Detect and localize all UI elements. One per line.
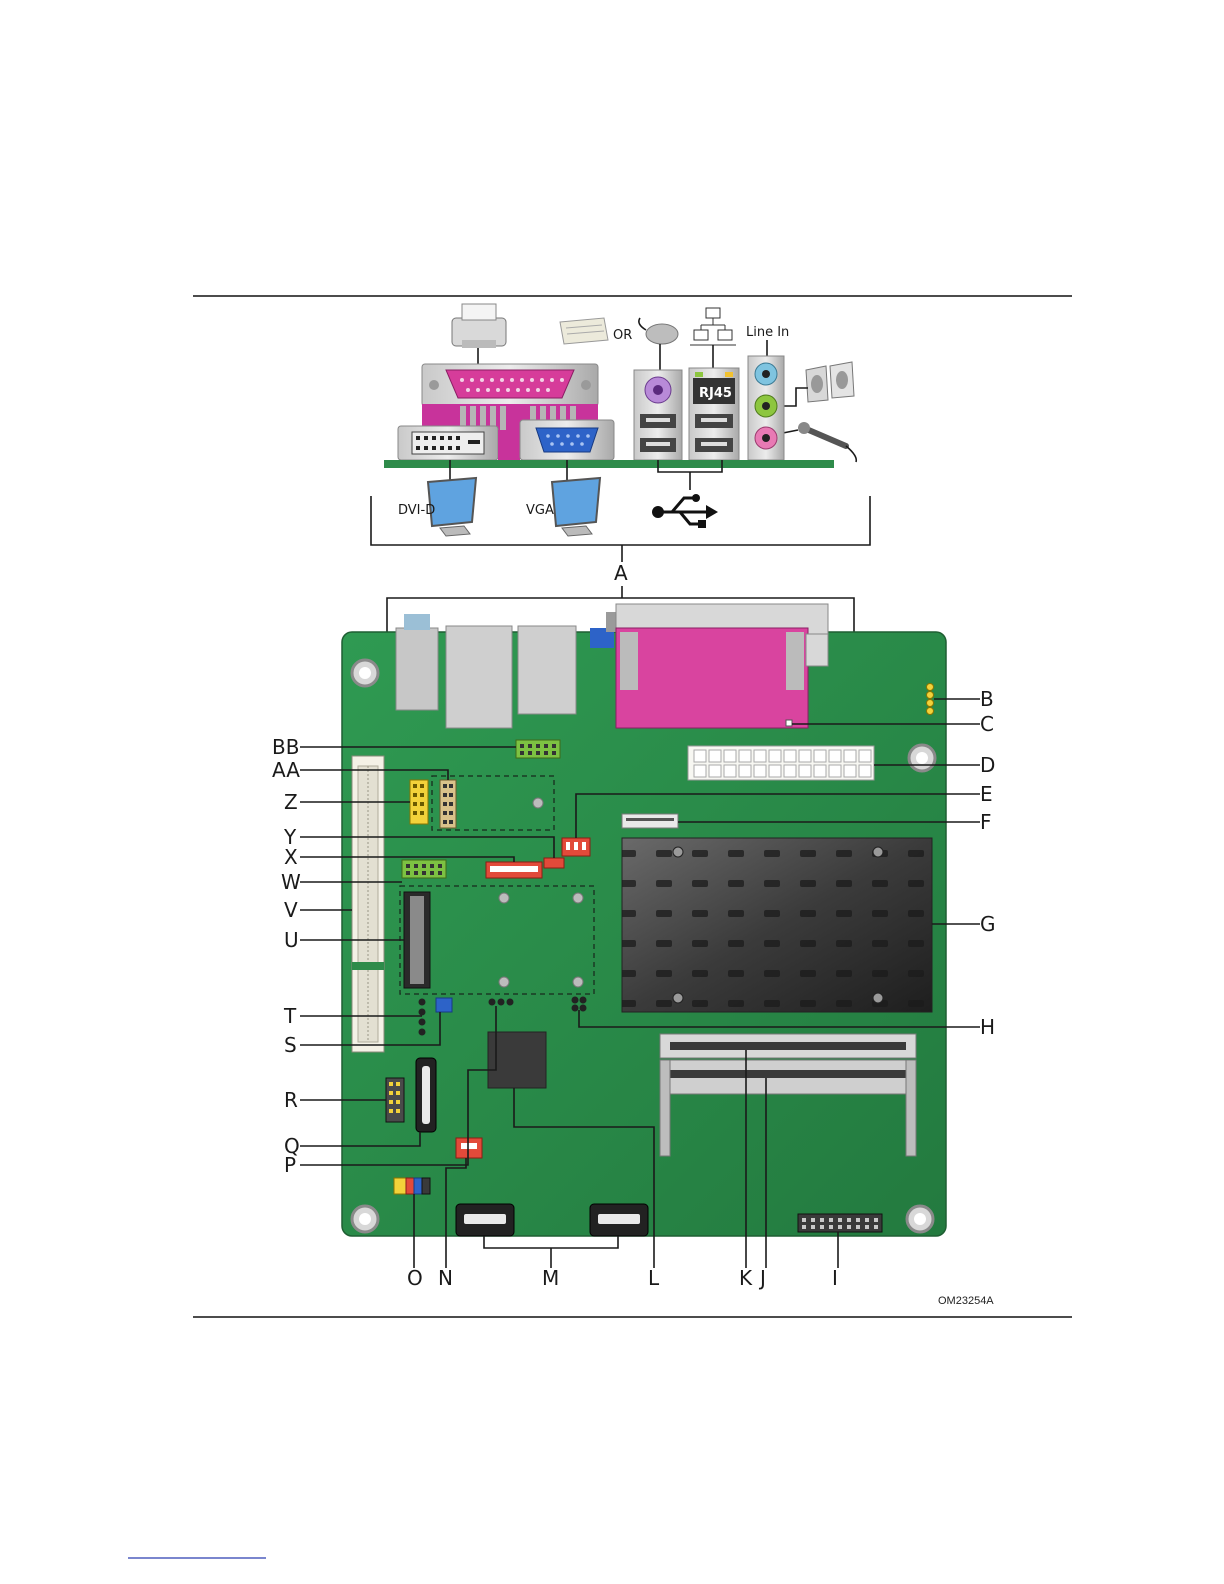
audio-jacks	[748, 356, 784, 460]
callout-F: F	[980, 810, 992, 834]
line-in-label: Line In	[746, 325, 789, 340]
vga-port	[520, 420, 614, 460]
or-label: OR	[613, 328, 632, 343]
callout-A: A	[614, 561, 628, 585]
header-y	[544, 858, 564, 868]
callout-E: E	[980, 782, 993, 806]
connector-x	[486, 862, 542, 878]
connector-n	[456, 1138, 482, 1158]
dvi-label: DVI-D	[398, 503, 435, 518]
callout-BB: BB	[272, 735, 299, 759]
callout-U: U	[284, 928, 299, 952]
led-c	[786, 720, 792, 726]
printer-icon	[452, 304, 506, 348]
header-e	[562, 838, 590, 856]
heatsink-g	[622, 838, 932, 1012]
rj45-label: RJ45	[699, 386, 732, 401]
callout-K: K	[739, 1266, 753, 1290]
mini-pcie-slot-u	[404, 892, 430, 988]
callout-V: V	[284, 898, 298, 922]
header-z	[410, 780, 428, 824]
callout-R: R	[284, 1088, 298, 1112]
ps2-usb-stack	[634, 370, 682, 460]
power-connector-d	[688, 746, 874, 780]
callout-C: C	[980, 712, 994, 736]
microphone-icon	[798, 422, 856, 462]
callout-AA: AA	[272, 758, 300, 782]
callout-T: T	[283, 1004, 297, 1028]
back-panel: OR Line In	[371, 304, 870, 562]
header-bb	[516, 740, 560, 758]
header-aa	[440, 780, 456, 828]
callout-D: D	[980, 753, 995, 777]
parallel-board-connector	[616, 604, 828, 728]
speaker-icon	[806, 362, 854, 402]
callout-O: O	[407, 1266, 423, 1290]
motherboard	[342, 604, 946, 1236]
callout-W: W	[281, 870, 301, 894]
figure-code: OM23254A	[938, 1295, 994, 1307]
pci-slot-v	[352, 756, 384, 1052]
callout-I: I	[832, 1266, 838, 1290]
callout-J: J	[758, 1266, 766, 1290]
usb-icon	[652, 494, 718, 528]
monitor-vga-icon	[552, 478, 600, 536]
header-w	[402, 860, 446, 878]
callout-S: S	[284, 1033, 297, 1057]
callout-Q: Q	[284, 1134, 300, 1158]
jumper-s	[436, 998, 452, 1012]
lan-usb-stack: RJ45	[689, 368, 739, 460]
connector-q	[416, 1058, 436, 1132]
callout-M: M	[542, 1266, 559, 1290]
keyboard-icon	[560, 318, 608, 344]
callout-L: L	[648, 1266, 660, 1290]
network-icon	[690, 308, 736, 345]
header-r	[386, 1078, 404, 1122]
mouse-icon	[639, 318, 678, 344]
vga-label: VGA	[526, 503, 554, 518]
callout-H: H	[980, 1015, 995, 1039]
callout-Z: Z	[284, 790, 298, 814]
header-o	[394, 1178, 430, 1194]
header-i	[798, 1214, 882, 1232]
callout-Y: Y	[283, 825, 297, 849]
callout-G: G	[980, 912, 996, 936]
callout-B: B	[980, 687, 994, 711]
callout-N: N	[438, 1266, 453, 1290]
dvi-port	[398, 426, 498, 460]
